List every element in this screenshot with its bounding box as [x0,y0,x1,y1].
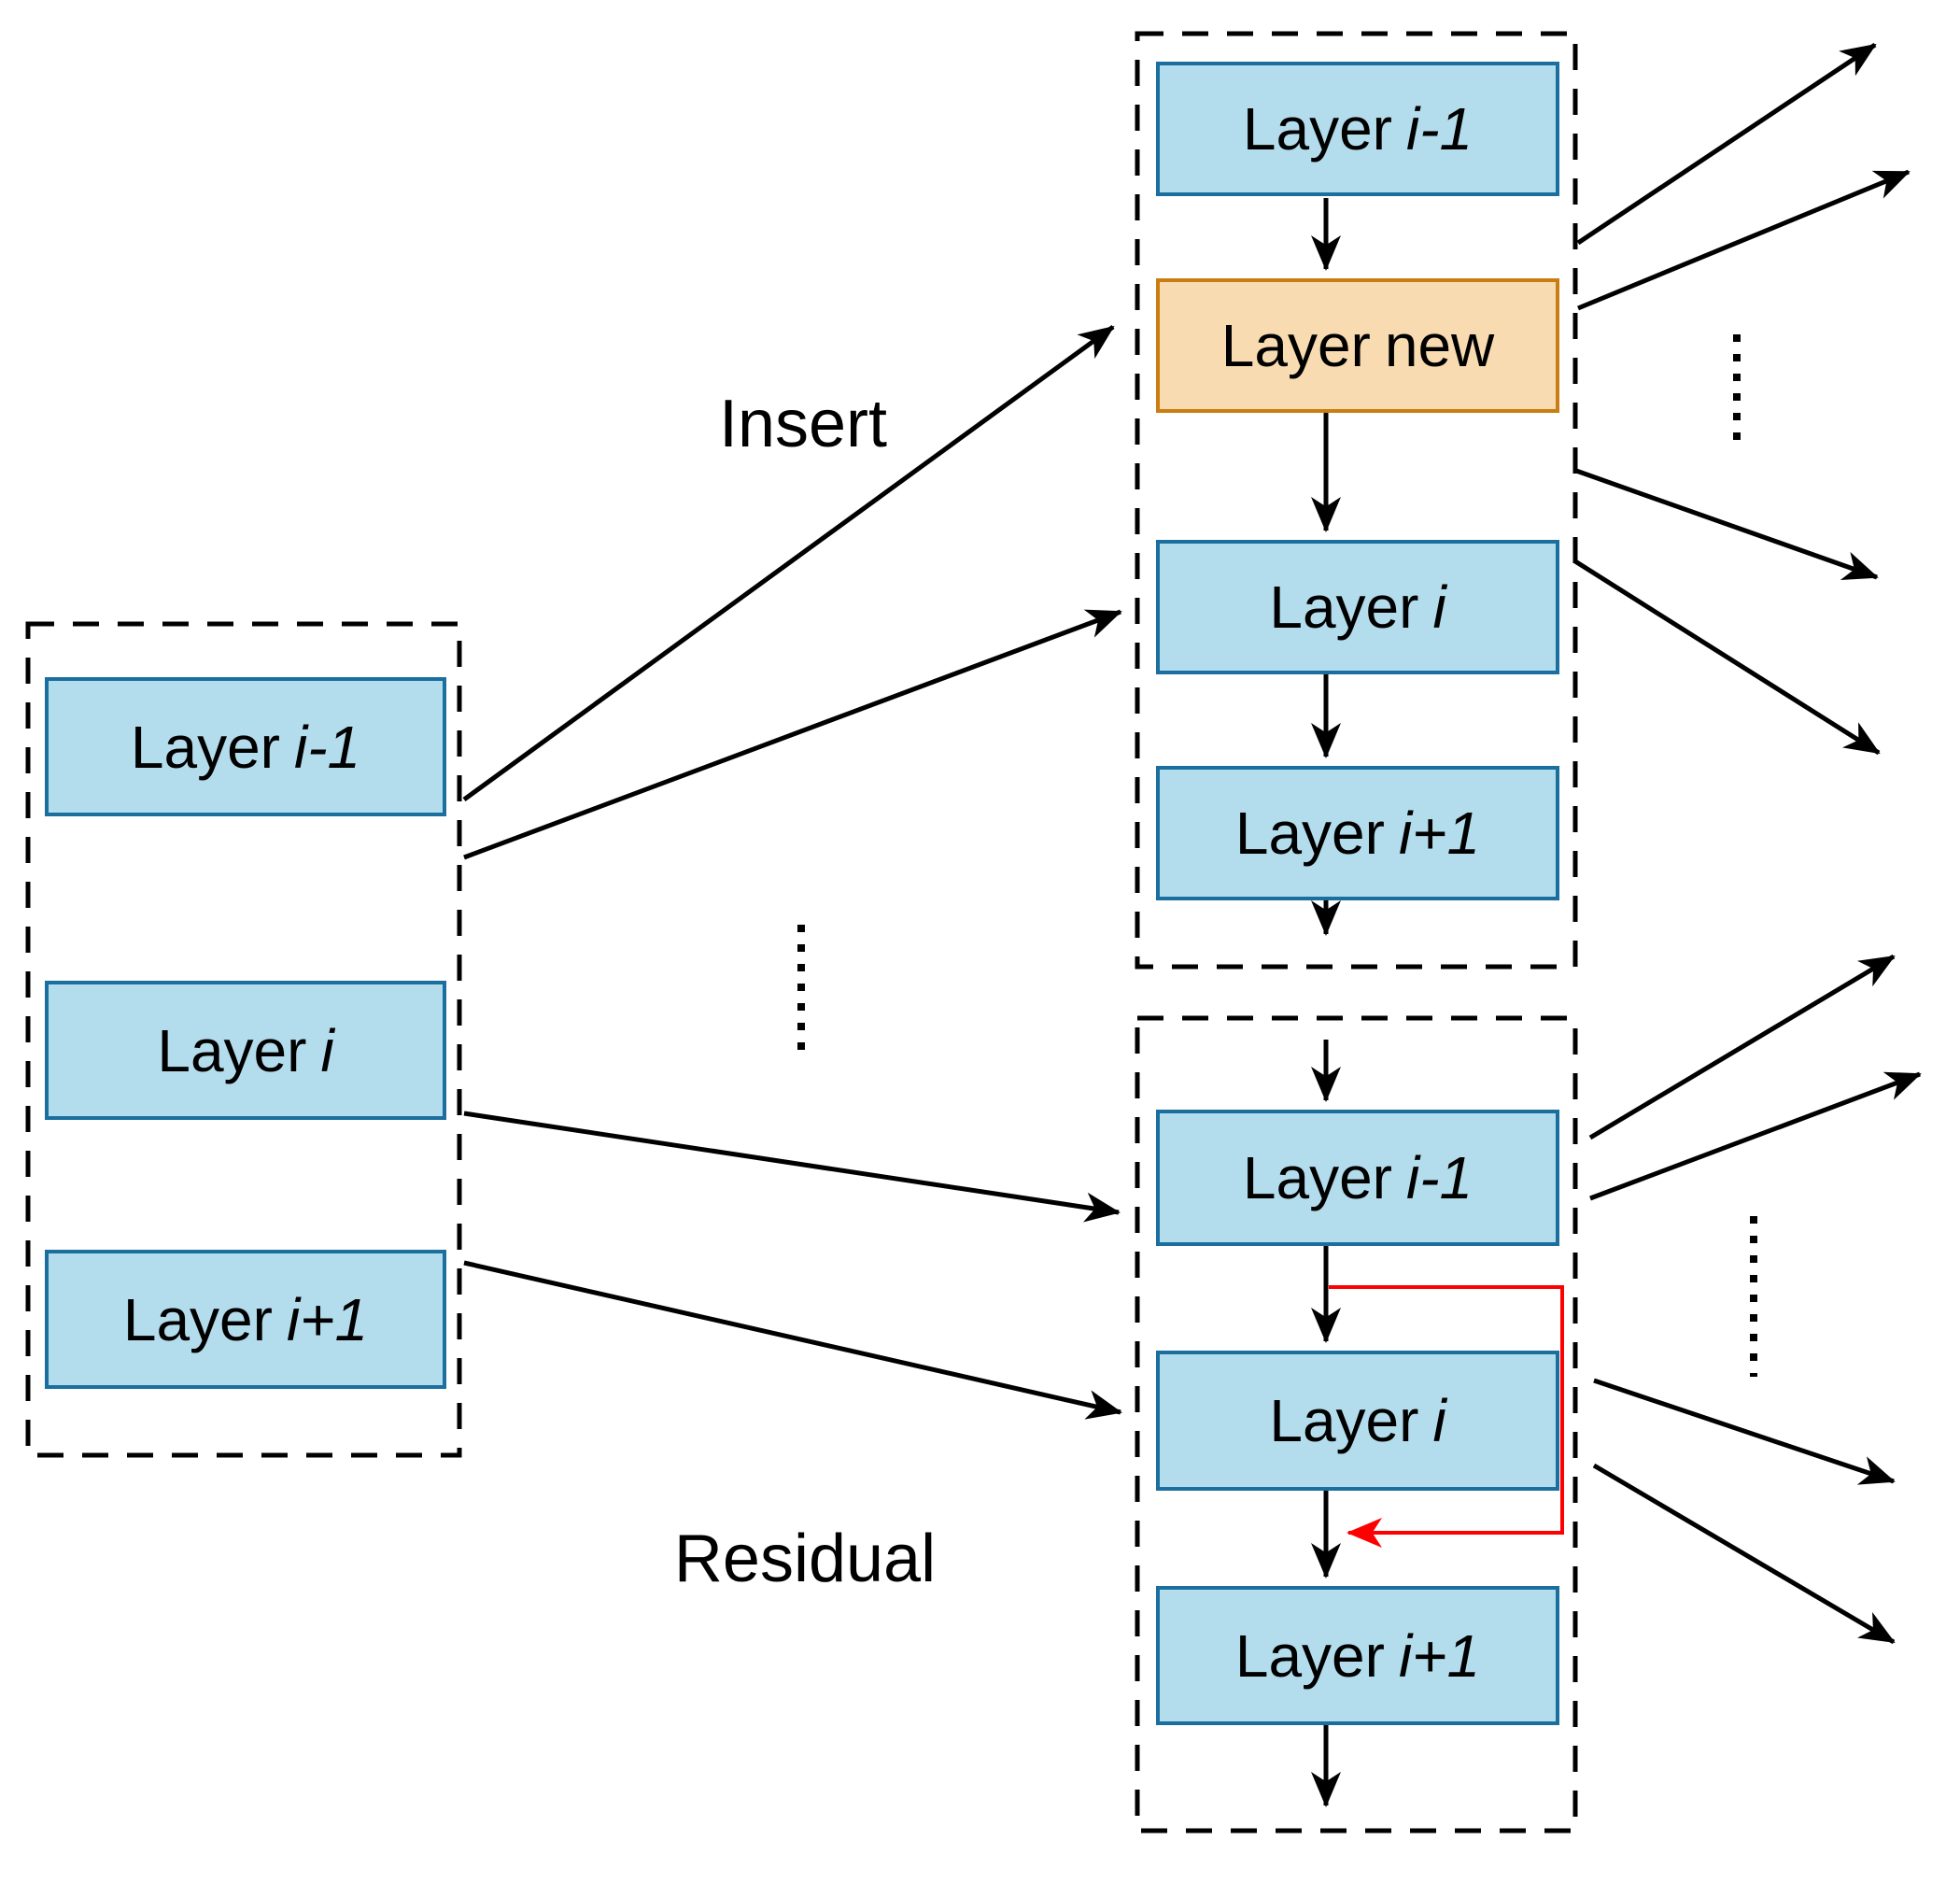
residual-skip-connection-arrow [1329,1285,1564,1548]
dashed-containers [25,31,1578,1833]
original-layer-i-box [45,981,446,1120]
insert-transform-arrow-to-layer-i [463,609,1122,860]
insert-layer-i-plus-1-box [1156,766,1559,900]
insert-label: Insert [719,387,887,461]
original-layer-i-1-box [45,677,446,816]
insert-fanout-arrow-4 [1573,559,1881,756]
residual-layer-i-box [1156,1351,1559,1491]
residual-fanout-arrow-4 [1592,1463,1896,1645]
insert-layer-i-box [1156,540,1559,674]
residual-label: Residual [674,1522,936,1596]
insert-fanout-arrow-2 [1577,169,1911,311]
operation-labels: Insert Residual [674,387,936,1596]
residual-fanout-arrow-3 [1593,1378,1896,1485]
insert-layer-i-1-box [1156,62,1559,196]
insert-transform-arrow-to-layer-new [462,324,1115,802]
residual-layer-i-plus-1-box [1156,1586,1559,1725]
insert-fanout-arrow-1 [1576,42,1877,246]
residual-fanout-arrow-1 [1588,954,1896,1140]
residual-transform-arrow-to-layer-i-1 [463,1111,1121,1223]
layer-boxes [45,62,1559,1725]
insert-layer-new-box [1156,278,1559,413]
residual-fanout-arrow-2 [1589,1071,1922,1201]
original-network-group [25,621,462,1458]
residual-layer-i-1-box [1156,1110,1559,1246]
residual-transform-arrow-to-layer-i [463,1260,1122,1420]
original-layer-i-plus-1-box [45,1250,446,1389]
arrows [462,42,1922,1807]
insert-network-group [1135,31,1578,970]
ellipsis-columns [797,334,1757,1377]
insert-fanout-arrow-3 [1575,468,1879,581]
